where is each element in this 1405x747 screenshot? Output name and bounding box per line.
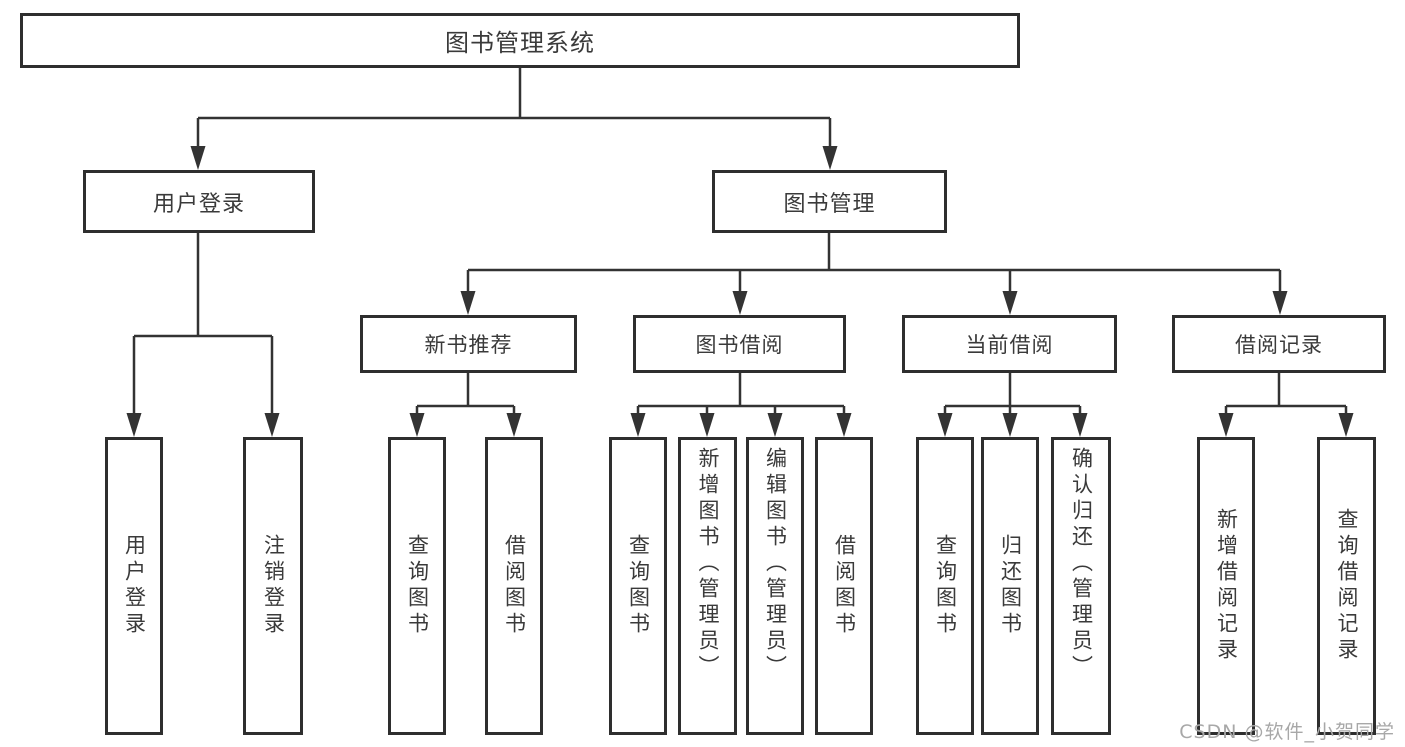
arrowhead: [409, 413, 425, 437]
leaf-node-add-books-admin: 新增图书（管理员）: [678, 437, 737, 735]
leaf-node-label: 查询图书: [626, 534, 651, 638]
arrowhead: [937, 413, 953, 437]
leaf-node-label: 新增借阅记录: [1214, 508, 1239, 664]
arrowhead: [264, 413, 280, 437]
arrowhead: [190, 146, 206, 170]
arrowhead: [1218, 413, 1234, 437]
leaf-node-label: 查询图书: [405, 534, 430, 638]
csdn-watermark: CSDN @软件_小贺同学: [1179, 721, 1395, 743]
leaf-node-label: 借阅图书: [502, 534, 527, 638]
connector-user-login: [132, 233, 274, 418]
leaf-node-query-borrow-record: 查询借阅记录: [1317, 437, 1376, 735]
leaf-node-query-books: 查询图书: [609, 437, 667, 735]
leaf-node-borrow-books: 借阅图书: [485, 437, 543, 735]
leaf-node-label: 新增图书（管理员）: [696, 447, 720, 681]
arrowhead: [836, 413, 852, 437]
leaf-node-label: 注销登录: [261, 534, 286, 638]
leaf-node-query-books: 查询图书: [388, 437, 446, 735]
leaf-node-add-borrow-record: 新增借阅记录: [1197, 437, 1255, 735]
connector-root: [196, 68, 832, 150]
arrowhead: [1002, 291, 1018, 315]
connector-book-management: [466, 232, 1282, 296]
section-node-new-book-recommendation: 新书推荐: [360, 315, 577, 373]
leaf-node-query-books: 查询图书: [916, 437, 974, 735]
leaf-node-confirm-return-admin: 确认归还（管理员）: [1051, 437, 1111, 735]
leaf-node-label: 查询图书: [933, 534, 958, 638]
arrowhead: [1272, 291, 1288, 315]
section-node-label: 图书借阅: [695, 333, 784, 357]
section-node-borrow-records: 借阅记录: [1172, 315, 1386, 373]
leaf-node-label: 确认归还（管理员）: [1069, 447, 1094, 681]
arrowhead: [767, 413, 783, 437]
arrowhead: [822, 146, 838, 170]
leaf-node-label: 归还图书: [998, 534, 1023, 638]
arrowhead: [732, 291, 748, 315]
arrowhead: [1338, 413, 1354, 437]
arrowhead: [506, 413, 522, 437]
branch-node-book-management: 图书管理: [712, 170, 947, 233]
arrowhead: [699, 413, 715, 437]
arrowhead: [1002, 413, 1018, 437]
connector-borrow-records: [1224, 373, 1348, 418]
section-node-label: 当前借阅: [965, 333, 1054, 357]
leaf-node-label: 编辑图书（管理员）: [763, 447, 788, 681]
leaf-node-label: 借阅图书: [832, 534, 857, 638]
leaf-node-user-login: 用户登录: [105, 437, 163, 735]
connector-new-book-recommendation: [415, 373, 516, 418]
branch-node-user-login: 用户登录: [83, 170, 315, 233]
section-node-book-borrowing: 图书借阅: [633, 315, 846, 373]
connector-book-borrowing: [636, 373, 846, 418]
root-node-library-management-system: 图书管理系统: [20, 13, 1020, 68]
section-node-current-borrowing: 当前借阅: [902, 315, 1117, 373]
branch-node-label: 图书管理: [783, 191, 876, 217]
arrowhead: [460, 291, 476, 315]
leaf-node-borrow-books: 借阅图书: [815, 437, 873, 735]
arrowhead: [126, 413, 142, 437]
arrowhead: [1072, 413, 1088, 437]
leaf-node-edit-books-admin: 编辑图书（管理员）: [746, 437, 804, 735]
section-node-label: 新书推荐: [424, 333, 513, 357]
section-node-label: 借阅记录: [1235, 333, 1323, 357]
leaf-node-label: 用户登录: [122, 534, 147, 638]
arrowhead: [630, 413, 646, 437]
connector-current-borrowing: [943, 373, 1082, 418]
branch-node-label: 用户登录: [152, 191, 245, 217]
leaf-node-return-books: 归还图书: [981, 437, 1039, 735]
leaf-node-label: 查询借阅记录: [1335, 508, 1359, 664]
leaf-node-logout: 注销登录: [243, 437, 303, 735]
root-node-label: 图书管理系统: [445, 29, 595, 57]
